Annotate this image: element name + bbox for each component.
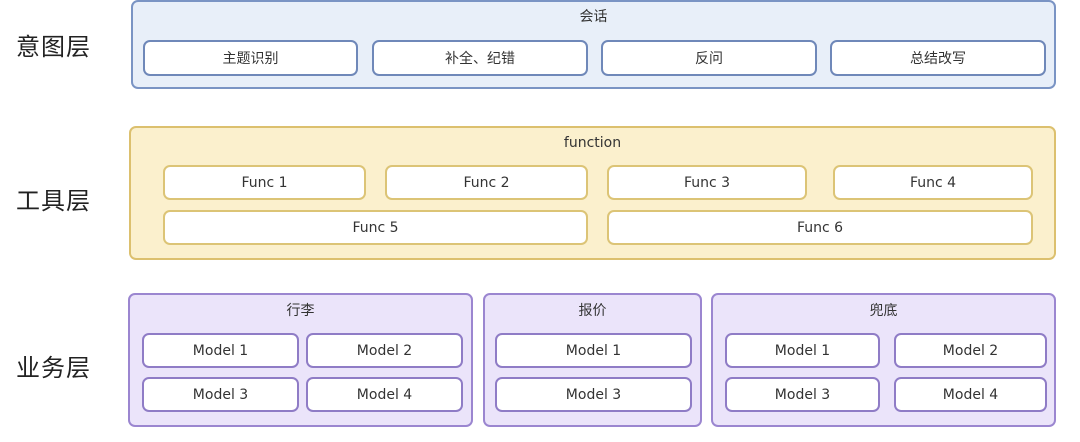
func-box-6: Func 6 — [607, 210, 1033, 245]
intent-layer-panel: 会话 主题识别 补全、纪错 反问 总结改写 — [131, 0, 1056, 89]
func-box-1: Func 1 — [163, 165, 366, 200]
model-box: Model 1 — [142, 333, 299, 368]
business-group-title: 行李 — [286, 303, 315, 319]
intent-item-follow-up-question: 反问 — [601, 40, 817, 76]
layer-label-tool: 工具层 — [16, 187, 91, 215]
func-box-2: Func 2 — [385, 165, 588, 200]
intent-panel-title: 会话 — [579, 9, 608, 25]
business-group-title: 兜底 — [869, 303, 898, 319]
model-box: Model 3 — [142, 377, 299, 412]
tool-layer-panel: function Func 1 Func 2 Func 3 Func 4 Fun… — [129, 126, 1056, 260]
model-box: Model 1 — [725, 333, 880, 368]
func-box-4: Func 4 — [833, 165, 1033, 200]
func-box-3: Func 3 — [607, 165, 807, 200]
layer-label-intent: 意图层 — [16, 33, 91, 61]
intent-item-completion-correction: 补全、纪错 — [372, 40, 588, 76]
tool-panel-title: function — [563, 135, 622, 151]
business-group-quote: 报价 Model 1 Model 3 — [483, 293, 702, 427]
intent-item-summary-rewrite: 总结改写 — [830, 40, 1046, 76]
model-box: Model 3 — [495, 377, 692, 412]
model-box: Model 1 — [495, 333, 692, 368]
intent-item-topic-recognition: 主题识别 — [143, 40, 358, 76]
business-group-title: 报价 — [578, 303, 607, 319]
model-box: Model 2 — [894, 333, 1047, 368]
layer-label-business: 业务层 — [16, 354, 91, 382]
func-box-5: Func 5 — [163, 210, 588, 245]
business-group-luggage: 行李 Model 1 Model 2 Model 3 Model 4 — [128, 293, 473, 427]
model-box: Model 4 — [894, 377, 1047, 412]
business-group-fallback: 兜底 Model 1 Model 2 Model 3 Model 4 — [711, 293, 1056, 427]
model-box: Model 4 — [306, 377, 463, 412]
model-box: Model 3 — [725, 377, 880, 412]
model-box: Model 2 — [306, 333, 463, 368]
